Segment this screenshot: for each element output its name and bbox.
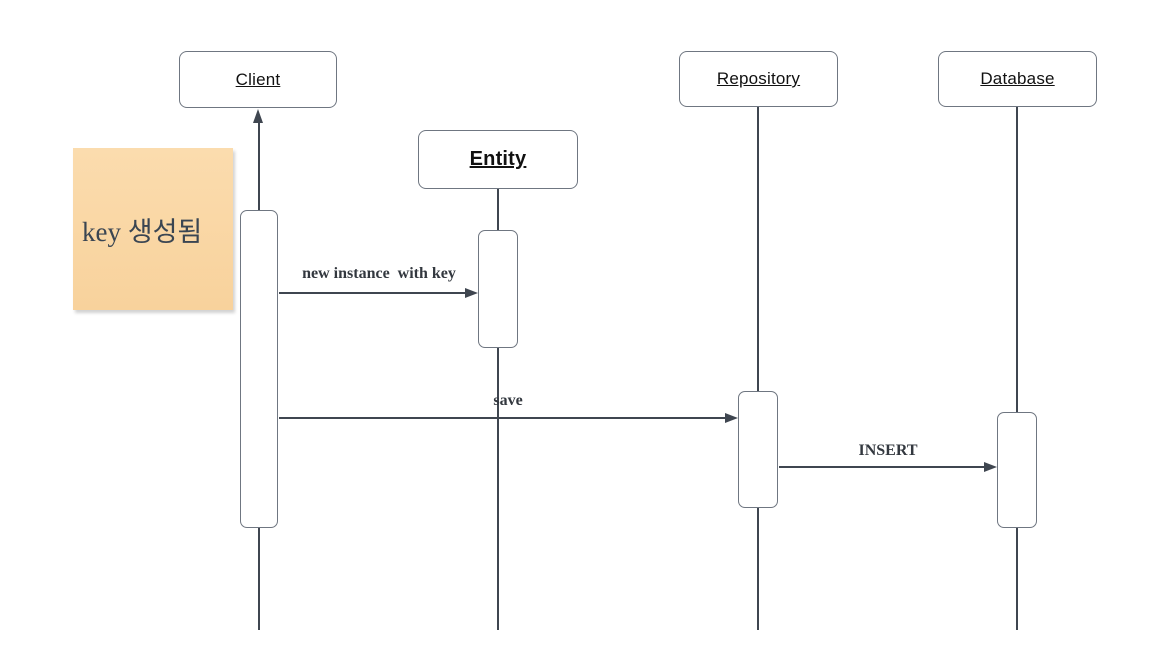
- sticky-note: key 생성됨: [73, 148, 233, 310]
- actor-box-entity: Entity: [418, 130, 578, 189]
- actor-box-client: Client: [179, 51, 337, 108]
- right-arrowhead-icon: [984, 462, 997, 472]
- actor-label-entity: Entity: [469, 148, 527, 170]
- actor-box-repository: Repository: [679, 51, 838, 107]
- activation-repository: [738, 391, 778, 508]
- message-line-new-instance: [279, 292, 466, 294]
- actor-box-database: Database: [938, 51, 1097, 107]
- lifeline-repository: [757, 107, 759, 630]
- lifeline-database: [1016, 107, 1018, 630]
- right-arrowhead-icon: [725, 413, 738, 423]
- sticky-note-text: key 생성됨: [82, 216, 203, 247]
- message-label-save: save: [493, 392, 523, 409]
- lifeline-entity: [497, 189, 499, 630]
- activation-entity: [478, 230, 518, 348]
- message-label-new-instance: new instance with key: [302, 265, 456, 282]
- message-line-insert: [779, 466, 984, 468]
- actor-label-client: Client: [235, 69, 281, 89]
- actor-label-repository: Repository: [716, 69, 801, 88]
- message-line-save: [279, 417, 725, 419]
- activation-client: [240, 210, 278, 528]
- right-arrowhead-icon: [465, 288, 478, 298]
- up-arrowhead-icon: [253, 109, 263, 123]
- actor-label-database: Database: [980, 69, 1055, 88]
- activation-database: [997, 412, 1037, 528]
- message-label-insert: INSERT: [858, 442, 918, 459]
